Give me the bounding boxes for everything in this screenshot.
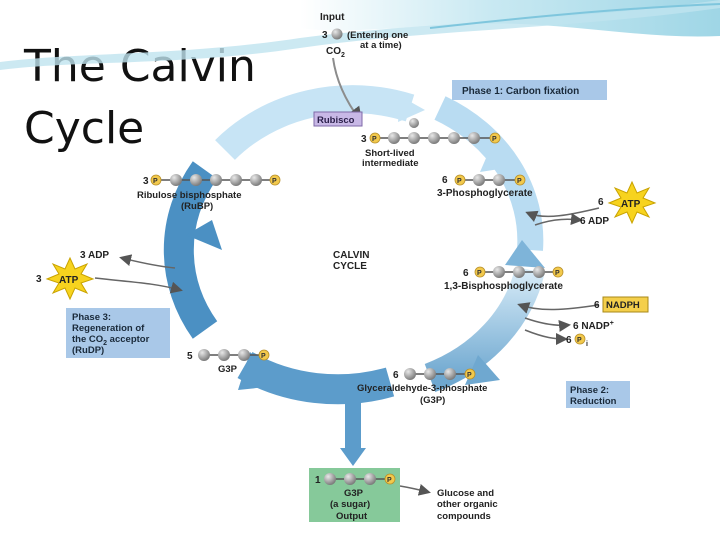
nadph-text: NADPH [606,300,640,311]
svg-text:P: P [272,178,277,185]
pga-label: 3-Phosphoglycerate [437,188,533,199]
intermediate-count: 3 [361,134,367,145]
rubisco-carbon-ball [409,118,419,128]
nadph-input: 6 NADPH 6 NADP+ 6 P i [566,296,649,348]
atp3-text: ATP [59,275,79,286]
svg-text:Regeneration of: Regeneration of [72,323,145,334]
g3p-label-line-2: (G3P) [420,395,445,406]
pga-molecule: 6 P P 3-Phosphoglycerate [437,174,533,199]
short-lived-line-2: intermediate [362,158,419,169]
svg-text:(RuDP): (RuDP) [72,345,104,356]
svg-text:CALVIN: CALVIN [333,250,369,261]
adp3-output: 3 ADP [80,250,109,261]
bpg-label: 1,3-Bisphosphoglycerate [444,281,563,292]
output-box: 1 P G3P (a sugar) Output [309,468,400,522]
co2-carbon-ball [331,28,343,40]
svg-text:P: P [517,178,522,185]
pi-count: 6 [566,335,572,346]
output-line-2: (a sugar) [330,499,370,510]
svg-text:Glucose and: Glucose and [437,488,494,499]
entering-line-2: at a time) [360,40,402,51]
g3p5-label: G3P [218,364,238,375]
phase2-label: Phase 2: Reduction [566,381,630,408]
pga-count: 6 [442,175,448,186]
rubp-label-line-2: (RuBP) [181,201,213,212]
title-line-2: Cycle [24,103,145,154]
output-count: 1 [315,475,321,486]
g3p5-count: 5 [187,351,193,362]
svg-text:P: P [372,136,377,143]
atp-text: ATP [621,199,641,210]
calvin-cycle-center-label: CALVIN CYCLE [333,250,369,272]
svg-text:other organic: other organic [437,499,498,510]
intermediate-molecule: 3 P P Short-lived intermediate [361,118,501,169]
pi-phosphate [574,333,586,345]
rubp-label-line-1: Ribulose bisphosphate [137,190,242,201]
atp3-star [45,256,95,301]
phase3-label: Phase 3: Regeneration of the CO2 accepto… [66,308,170,358]
atp3-count: 3 [36,274,42,285]
svg-text:Phase 2:: Phase 2: [570,385,609,396]
svg-text:P: P [457,178,462,185]
output-line-1: G3P [344,488,364,499]
svg-text:P: P [387,477,392,484]
g3p-molecule: 6 P Glyceraldehyde-3-phosphate (G3P) [357,368,487,406]
svg-text:Phase 1: Carbon fixation: Phase 1: Carbon fixation [462,86,579,97]
header-wave-decoration [0,0,720,70]
output-line-3: Output [336,511,368,522]
input-label: Input [320,12,345,23]
bpg-count: 6 [463,268,469,279]
rubp-molecule: 3 P P Ribulose bisphosphate (RuBP) [137,174,281,212]
g3p-label-line-1: Glyceraldehyde-3-phosphate [357,383,487,394]
glucose-label: Glucose and other organic compounds [437,488,498,522]
input-co2: Input 3 CO2 (Entering one at a time) [320,12,408,59]
svg-text:Reduction: Reduction [570,396,617,407]
svg-text:P: P [153,178,158,185]
svg-text:P: P [555,270,560,277]
bpg-molecule: 6 P P 1,3-Bisphosphoglycerate [444,266,564,292]
nadp-output: 6 NADP+ [573,320,614,332]
svg-text:P: P [492,136,497,143]
g3p-recycle-molecule: 5 P G3P [187,349,270,375]
svg-text:P: P [477,270,482,277]
atp-in-count: 6 [598,197,604,208]
entering-line-1: (Entering one [347,30,408,41]
svg-text:CYCLE: CYCLE [333,261,367,272]
svg-text:P: P [467,372,472,379]
nadph-count: 6 [594,300,600,311]
svg-text:Rubisco: Rubisco [317,115,355,126]
rubisco-label: Rubisco [313,111,363,127]
svg-text:the CO2 acceptor: the CO2 acceptor [72,334,150,347]
co2-label: CO2 [326,46,345,59]
atp-input: 6 ATP 6 ADP [580,180,657,227]
svg-text:P: P [261,353,266,360]
input-count: 3 [322,30,328,41]
atp-input-phase3: 3 ADP 3 ATP [36,250,109,301]
svg-text:Phase 3:: Phase 3: [72,312,111,323]
adp-output: 6 ADP [580,216,609,227]
short-lived-line-1: Short-lived [365,148,415,159]
svg-text:compounds: compounds [437,511,491,522]
pi-subscript: i [586,341,588,348]
phase1-label: Phase 1: Carbon fixation [452,80,607,100]
svg-text:P: P [577,337,582,344]
atp-star [607,180,657,225]
rubp-count: 3 [143,176,149,187]
g3p-count: 6 [393,370,399,381]
